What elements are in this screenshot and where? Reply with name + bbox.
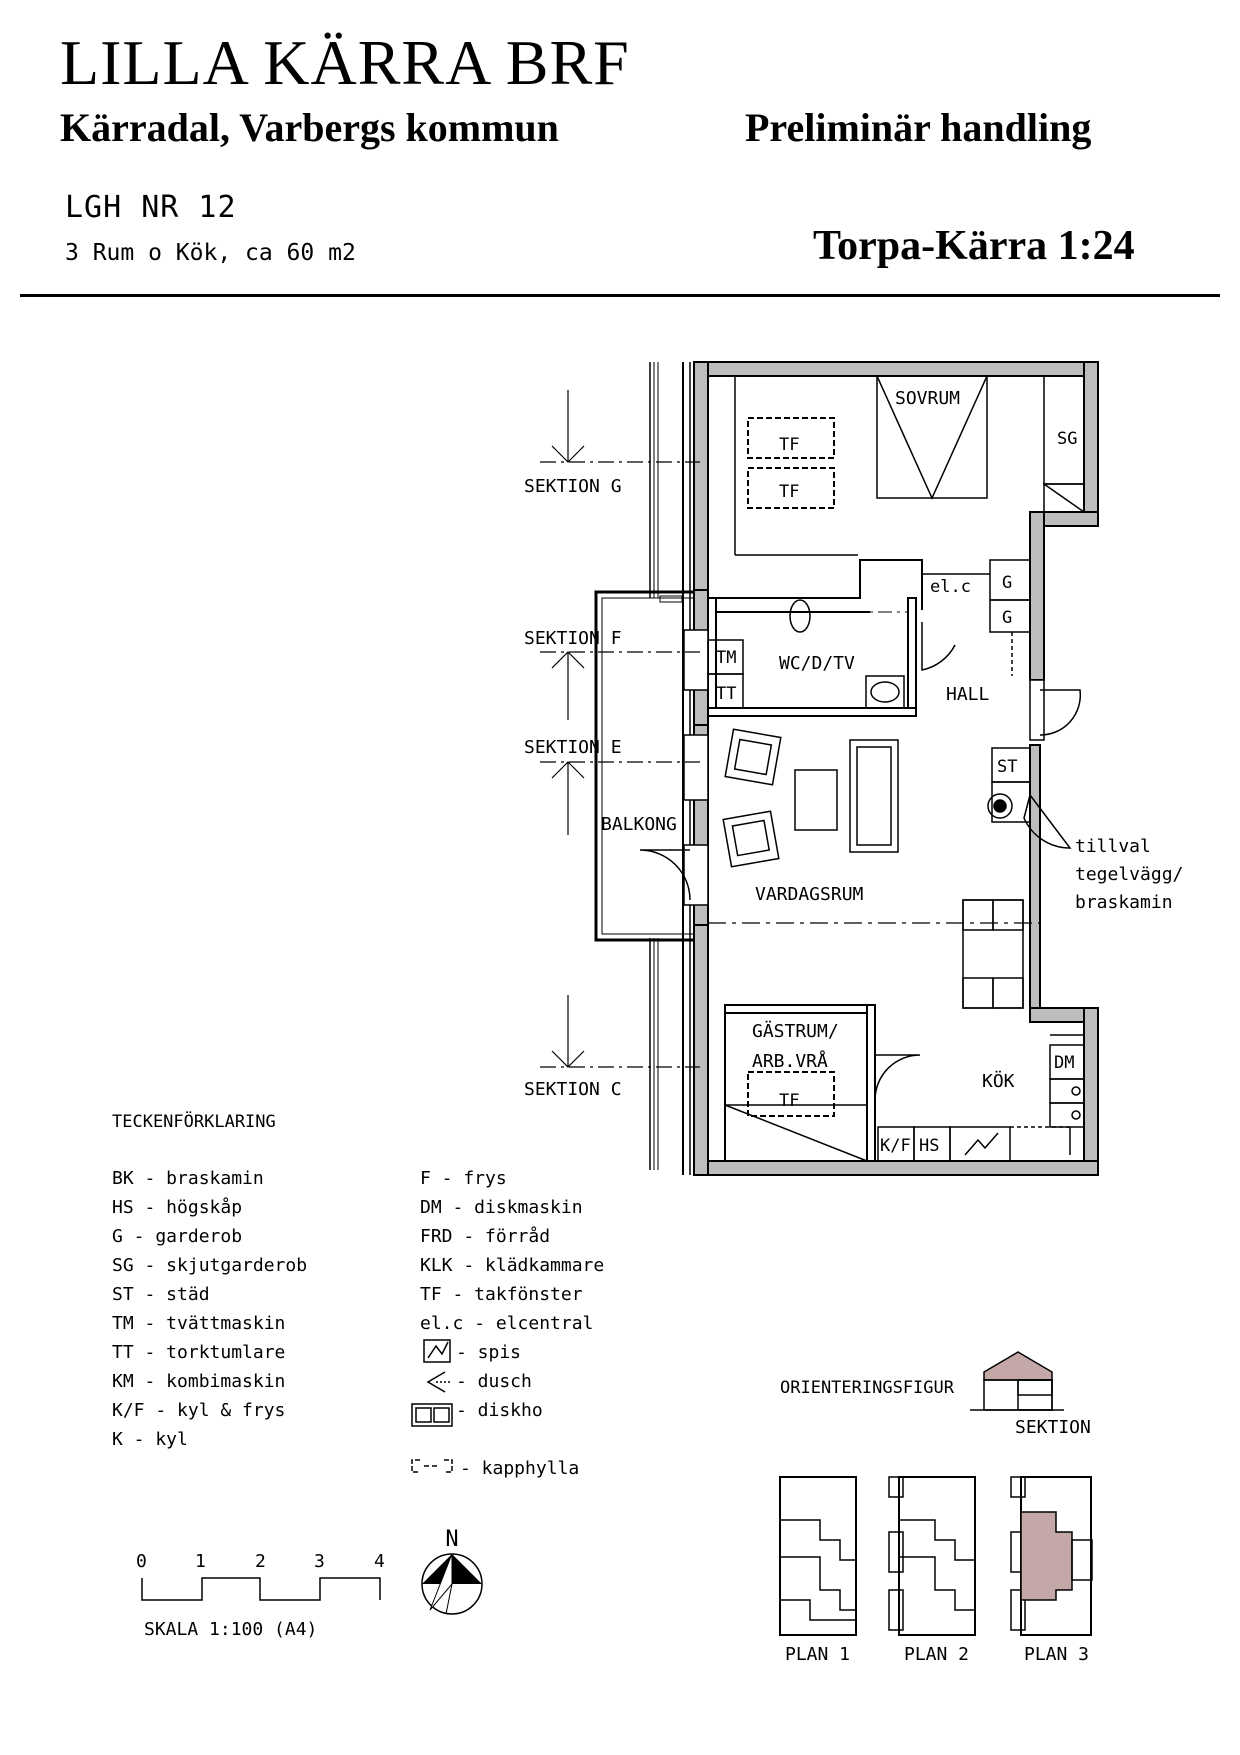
roof-window-tf	[747, 417, 835, 1117]
apartment-description: 3 Rum o Kök, ca 60 m2	[65, 240, 356, 266]
plan-1-figure	[779, 1476, 857, 1636]
north-arrow-icon	[421, 1553, 483, 1615]
legend-symbol-diskho-label: - diskho	[456, 1400, 543, 1421]
legend-item: TM - tvättmaskin	[112, 1313, 285, 1334]
section-label-e: SEKTION E	[524, 737, 622, 758]
legend-item: el.c - elcentral	[420, 1313, 593, 1334]
fixture-label-dm: DM	[1054, 1053, 1074, 1073]
legend-item: ST - städ	[112, 1284, 210, 1305]
header-divider	[20, 294, 1220, 297]
bed	[734, 375, 988, 556]
room-label-balkong: BALKONG	[601, 814, 677, 835]
room-label-wc: WC/D/TV	[779, 653, 855, 674]
doors	[639, 622, 1082, 1101]
legend-item: BK - braskamin	[112, 1168, 264, 1189]
option-note-line-2: tegelvägg/	[1075, 864, 1183, 885]
fixture-label-tt: TT	[716, 684, 736, 704]
section-label-c: SEKTION C	[524, 1079, 622, 1100]
legend-heading: TECKENFÖRKLARING	[112, 1110, 276, 1132]
apartment-number: LGH NR 12	[65, 190, 237, 225]
diskho-icon	[411, 1403, 453, 1427]
legend-item: FRD - förråd	[420, 1226, 550, 1247]
scale-tick-label: 1	[195, 1551, 206, 1572]
scale-tick-label: 0	[136, 1551, 147, 1572]
room-label-vardagsrum: VARDAGSRUM	[755, 884, 864, 905]
status-label: Preliminär handling	[745, 105, 1092, 150]
dusch-icon	[426, 1371, 450, 1393]
scale-label: SKALA 1:100 (A4)	[144, 1619, 317, 1640]
fireplace-option	[987, 747, 1072, 849]
fixture-label-hs: HS	[919, 1136, 939, 1156]
living-furniture	[722, 728, 1024, 1009]
variant-label: Torpa-Kärra 1:24	[813, 223, 1135, 269]
room-label-kok: KÖK	[982, 1070, 1015, 1092]
legend-symbol-dusch-label: - dusch	[456, 1371, 532, 1392]
legend-item: TF - takfönster	[420, 1284, 583, 1305]
fixture-label-tf-3: TF	[779, 1091, 799, 1111]
fixture-label-tf-1: TF	[779, 435, 799, 455]
fixture-label-g-1: G	[1002, 573, 1012, 593]
legend-item: G - garderob	[112, 1226, 242, 1247]
legend-item: KLK - klädkammare	[420, 1255, 604, 1276]
legend-item: TT - torktumlare	[112, 1342, 285, 1363]
legend-item: F - frys	[420, 1168, 507, 1189]
wc-fixtures	[707, 599, 908, 709]
room-label-hall: HALL	[946, 684, 990, 705]
legend-item: K/F - kyl & frys	[112, 1400, 285, 1421]
spis-icon	[423, 1339, 451, 1363]
scale-tick-label: 2	[255, 1551, 266, 1572]
legend-symbol-spis-label: - spis	[456, 1342, 521, 1363]
section-figure	[970, 1351, 1064, 1411]
room-label-arbvra-text: ARB.VRÅ	[752, 1050, 828, 1072]
north-label: N	[445, 1527, 458, 1552]
plan-3-highlight	[1020, 1511, 1073, 1601]
plan-3-figure	[1010, 1476, 1093, 1636]
plan-2-label: PLAN 2	[904, 1644, 969, 1665]
balcony	[594, 590, 694, 942]
orientation-heading: ORIENTERINGSFIGUR	[780, 1378, 955, 1398]
option-note-line-3: braskamin	[1075, 892, 1173, 913]
plan-1-label: PLAN 1	[785, 1644, 850, 1665]
sliding-wardrobe	[1043, 375, 1085, 513]
hall-wardrobes	[922, 559, 1031, 676]
section-figure-label: SEKTION	[1015, 1417, 1091, 1438]
legend-item: SG - skjutgarderob	[112, 1255, 307, 1276]
fixture-label-sg: SG	[1057, 429, 1077, 449]
fixture-label-kf: K/F	[880, 1136, 911, 1156]
section-highlight	[983, 1351, 1053, 1381]
scale-tick-label: 3	[314, 1551, 325, 1572]
kitchen-units	[877, 1034, 1085, 1162]
option-note-line-1: tillval	[1075, 836, 1151, 857]
plan-3-label: PLAN 3	[1024, 1644, 1089, 1665]
section-label-g: SEKTION G	[524, 476, 622, 497]
scale-bar	[141, 1577, 381, 1601]
location-subtitle: Kärradal, Varbergs kommun	[60, 105, 559, 150]
legend-symbol-kapphylla-label: - kapphylla	[460, 1458, 579, 1479]
legend-item: K - kyl	[112, 1429, 188, 1450]
fixture-label-tm: TM	[716, 648, 736, 668]
plan-2-figure	[888, 1476, 976, 1636]
kapphylla-icon	[411, 1459, 453, 1473]
scale-tick-label: 4	[374, 1551, 385, 1572]
room-label-gastrum: GÄSTRUM/	[752, 1021, 839, 1042]
section-markers	[540, 390, 700, 1068]
legend-item: HS - högskåp	[112, 1197, 242, 1218]
section-label-f: SEKTION F	[524, 628, 622, 649]
guest-bed	[724, 1104, 868, 1162]
fixture-label-st: ST	[997, 757, 1017, 777]
windows	[683, 629, 1045, 906]
legend-item: DM - diskmaskin	[420, 1197, 583, 1218]
legend-item: KM - kombimaskin	[112, 1371, 285, 1392]
facade-wall	[649, 362, 691, 1175]
plan-thumbnails	[779, 1476, 1093, 1636]
room-label-sovrum: SOVRUM	[895, 388, 960, 409]
document-title: LILLA KÄRRA BRF	[60, 27, 630, 98]
fixture-label-tf-2: TF	[779, 482, 799, 502]
fixture-label-elc: el.c	[930, 577, 971, 597]
fixture-label-g-2: G	[1002, 608, 1012, 628]
